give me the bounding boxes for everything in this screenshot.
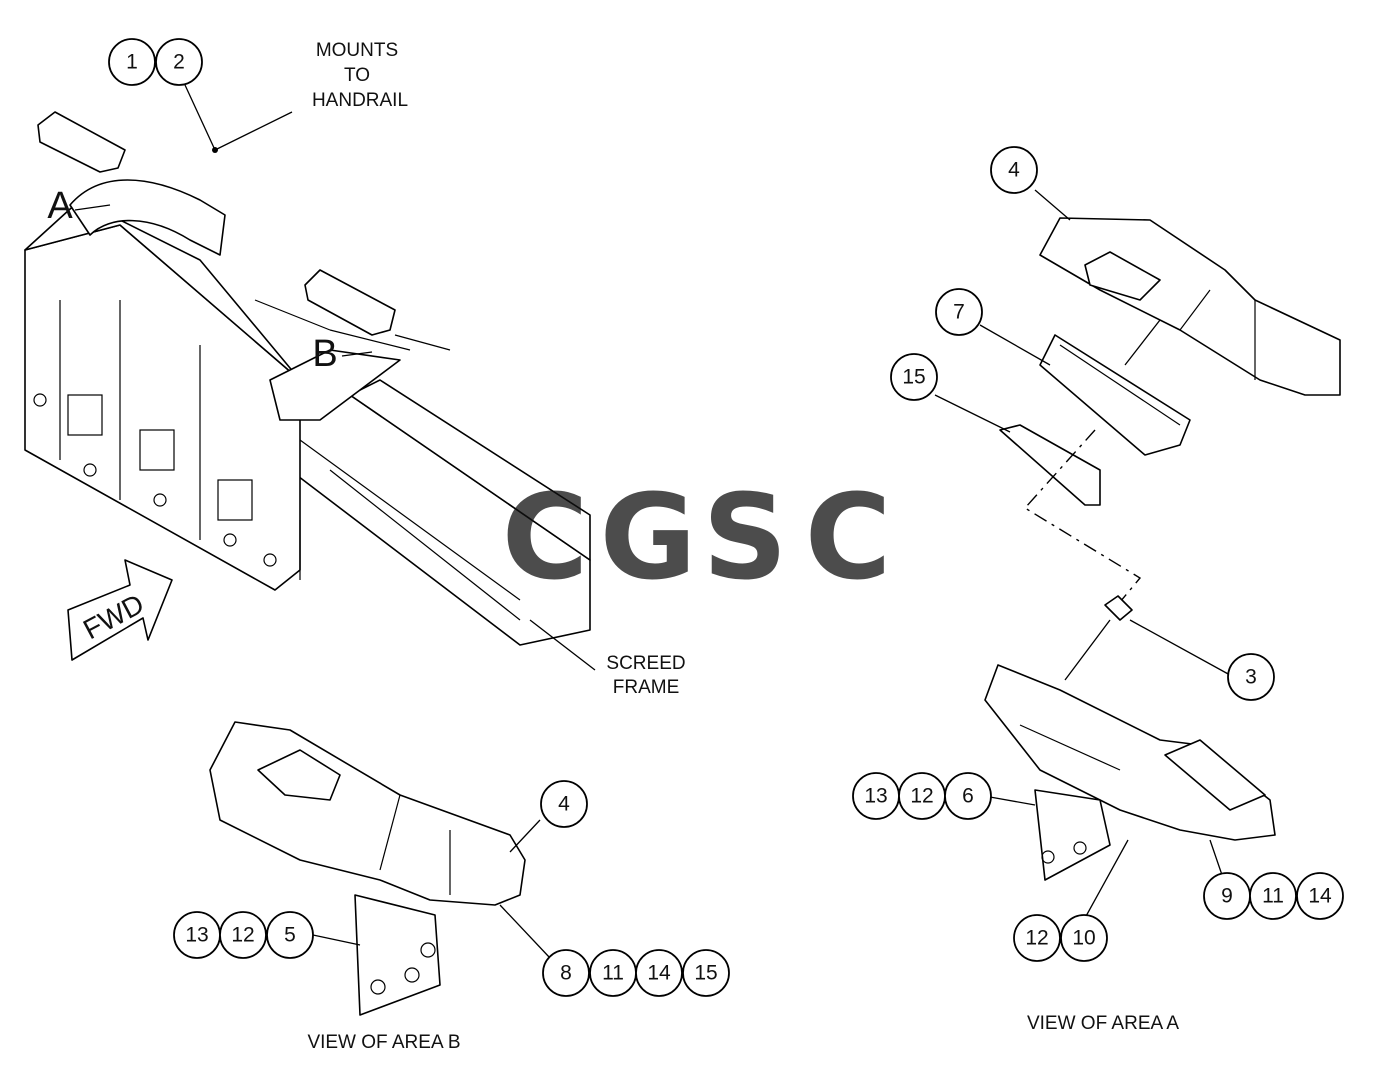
svg-text:11: 11 <box>602 962 624 985</box>
callout-10: 10 <box>1060 914 1108 962</box>
svg-text:15: 15 <box>902 366 925 389</box>
callout-13-area-a: 13 <box>852 772 900 820</box>
svg-text:4: 4 <box>558 793 570 816</box>
svg-text:G: G <box>600 468 697 606</box>
view-area-a-caption: VIEW OF AREA A <box>1027 1013 1179 1034</box>
callout-15-area-a: 15 <box>890 353 938 401</box>
leader-lines <box>184 84 1231 959</box>
callout-11-area-a: 11 <box>1249 872 1297 920</box>
callout-6: 6 <box>944 772 992 820</box>
watermark-logo: C G S C <box>502 468 892 606</box>
svg-text:C: C <box>502 468 589 606</box>
callout-2: 2 <box>155 38 203 86</box>
callout-8: 8 <box>542 949 590 997</box>
callout-11-area-b: 11 <box>589 949 637 997</box>
callout-1: 1 <box>108 38 156 86</box>
svg-text:12: 12 <box>1025 927 1048 950</box>
callout-12-area-a: 12 <box>898 772 946 820</box>
svg-text:9: 9 <box>1221 885 1233 908</box>
area-a-marker: A <box>47 185 73 227</box>
svg-text:3: 3 <box>1245 666 1257 689</box>
svg-text:11: 11 <box>1262 885 1284 908</box>
svg-text:2: 2 <box>173 51 185 74</box>
svg-text:12: 12 <box>231 924 254 947</box>
screed-frame-line1: SCREED <box>606 653 685 674</box>
svg-text:10: 10 <box>1072 927 1095 950</box>
area-b-marker: B <box>312 333 337 375</box>
svg-text:5: 5 <box>284 924 296 947</box>
fwd-arrow: FWD <box>67 559 173 661</box>
area-a-exploded <box>984 217 1341 881</box>
callout-12-area-b: 12 <box>219 911 267 959</box>
svg-text:4: 4 <box>1008 159 1020 182</box>
callout-5: 5 <box>266 911 314 959</box>
area-a-arrow <box>74 204 111 211</box>
view-area-b-caption: VIEW OF AREA B <box>307 1032 460 1053</box>
svg-text:14: 14 <box>647 962 671 985</box>
svg-text:8: 8 <box>560 962 572 985</box>
svg-text:15: 15 <box>694 962 717 985</box>
screed-frame-line2: FRAME <box>613 677 680 698</box>
svg-text:14: 14 <box>1308 885 1332 908</box>
screed-frame-assembly <box>24 111 591 646</box>
mounts-note-line2: TO <box>344 65 370 86</box>
callout-7: 7 <box>935 288 983 336</box>
mounts-note-line3: HANDRAIL <box>312 90 408 111</box>
callout-15-area-b: 15 <box>682 949 730 997</box>
area-b-control-box <box>209 721 526 1016</box>
callout-12-area-a-bottom: 12 <box>1013 914 1061 962</box>
callout-14-area-b: 14 <box>635 949 683 997</box>
svg-text:1: 1 <box>126 51 138 74</box>
callout-14-area-a: 14 <box>1296 872 1344 920</box>
area-b-arrow <box>341 351 373 357</box>
svg-text:13: 13 <box>864 785 887 808</box>
svg-text:S: S <box>703 468 788 606</box>
callout-9: 9 <box>1203 872 1251 920</box>
callout-4-area-b: 4 <box>540 780 588 828</box>
svg-text:C: C <box>805 468 892 606</box>
callout-3: 3 <box>1227 653 1275 701</box>
svg-text:12: 12 <box>910 785 933 808</box>
callout-13-area-b: 13 <box>173 911 221 959</box>
callout-4-area-a: 4 <box>990 146 1038 194</box>
mounts-note-line1: MOUNTS <box>316 40 398 61</box>
svg-text:6: 6 <box>962 785 974 808</box>
svg-text:7: 7 <box>953 301 965 324</box>
svg-text:13: 13 <box>185 924 208 947</box>
